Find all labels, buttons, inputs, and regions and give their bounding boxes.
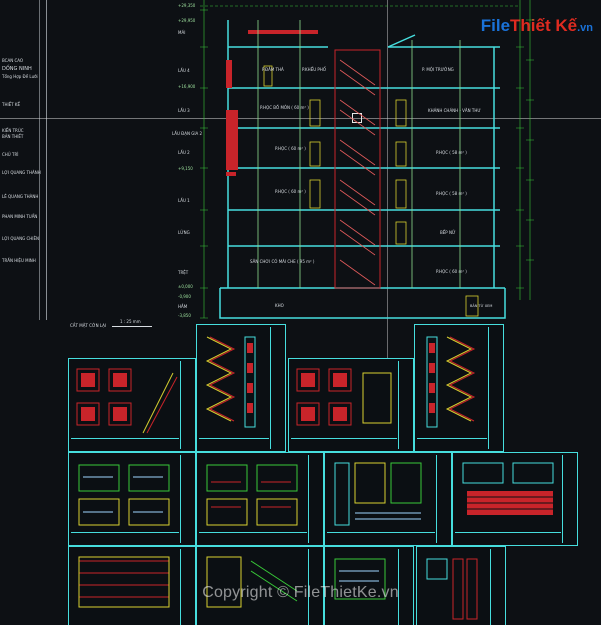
section-sheet-2[interactable] [196, 546, 324, 625]
floor-detail-sheet-2[interactable] [196, 452, 324, 546]
panel-row: TRẦN HIỆU MINH [2, 258, 36, 263]
panel-row: LÊ QUANG THÀNH [2, 194, 39, 199]
building-section-drawing [200, 0, 534, 319]
section-sheet-1[interactable] [68, 546, 196, 625]
panel-row: LỢI QUANG CHIÊN [2, 236, 40, 241]
floor-label: LẦU ĐẠN GIA 2 [172, 131, 203, 136]
floor-detail-sheet-4[interactable] [452, 452, 578, 546]
scale-underline [112, 326, 152, 327]
floor-detail-sheet-3[interactable] [324, 452, 452, 546]
room-label: P.KHẾU PHỐ [302, 67, 326, 72]
room-label: SÂN CHƠI CÓ MÁI CHE ( 95 m² ) [250, 259, 315, 264]
logo-part-file: File [480, 16, 511, 35]
room-label: KHO [275, 303, 284, 308]
title-line-2: DỐNG NINH [2, 66, 32, 72]
floor-label: ±0,000 [178, 284, 193, 289]
room-label: P.HỌC ( 60 m² ) [436, 269, 467, 274]
logo-part-thietke: Thiết Kế [510, 16, 578, 35]
floor-label: +29,350 [178, 3, 196, 8]
scale-caption: 1 : 25 mm [120, 319, 141, 324]
floor-label: HẦM [178, 304, 188, 309]
room-label: BẢN TỪ XEM [470, 304, 493, 308]
floor-label: LẦU 3 [178, 108, 190, 113]
floor-label: TRỆT [178, 270, 189, 275]
floor-label: +16,900 [178, 84, 196, 89]
stair-detail-sheet-4[interactable] [414, 324, 504, 452]
room-label: P.HỌC ( 58 m² ) [436, 191, 467, 196]
panel-row: BẢN THIẾT [2, 134, 24, 139]
floor-label: LẦU 4 [178, 68, 190, 73]
room-label: BẾP NỮ [440, 230, 456, 235]
panel-row: PHAN MINH TUẤN [2, 214, 38, 219]
panel-row: LỢI QUANG THÀNH [2, 170, 41, 175]
floor-label: +9,150 [178, 166, 193, 171]
panel-row: CHỦ TRÌ [2, 152, 19, 157]
section-caption: CẮT MẶT CỚN LẠI [70, 323, 106, 328]
floor-label: -3,850 [178, 313, 191, 318]
floor-label: +29,950 [178, 18, 196, 23]
crosshair-horizontal [0, 118, 601, 119]
room-label: P. MỘI TRƯỜNG [422, 67, 454, 72]
logo-suffix: .vn [577, 22, 593, 34]
section-sheet-3[interactable] [324, 546, 414, 625]
filethietke-logo: FileThiết Kế.vn [481, 16, 593, 36]
room-label: P.HỌC ( 60 m² ) [275, 189, 306, 194]
room-label: P.ĐÂM THÀ [262, 67, 284, 72]
room-label: P.HỌC ( 58 m² ) [436, 150, 467, 155]
floor-label: LẦU 2 [178, 150, 190, 155]
floor-label: MÁI [178, 30, 186, 35]
copyright-watermark: Copyright © FileThietKe.vn [202, 584, 399, 601]
floor-detail-sheet-1[interactable] [68, 452, 196, 546]
room-label: KHÁNH CHÁNH - VĂN THƯ [428, 108, 481, 113]
stair-detail-sheet-3[interactable] [288, 358, 414, 452]
floor-label: LỬNG [178, 230, 190, 235]
title-line-1: BCAN CAO [2, 58, 24, 63]
panel-row: THIẾT KẾ [2, 102, 21, 107]
floor-label: LẦU 1 [178, 198, 190, 203]
floor-label: -0,900 [178, 294, 191, 299]
room-label: P.HỌC ( 60 m² ) [275, 146, 306, 151]
stair-detail-sheet-1[interactable] [68, 358, 196, 452]
section-sheet-4[interactable] [416, 546, 506, 625]
crosshair-vertical [387, 0, 388, 625]
title-line-3: Tổng Hợp Để Lưới [2, 74, 38, 79]
room-label: P.HỌC BỒ MÔN ( 60 m² ) [260, 105, 309, 110]
stair-detail-sheet-2[interactable] [196, 324, 286, 452]
panel-row: KIẾN TRÚC [2, 128, 24, 133]
title-block-panel: BCAN CAO DỐNG NINH Tổng Hợp Để Lưới THIẾ… [0, 0, 47, 320]
